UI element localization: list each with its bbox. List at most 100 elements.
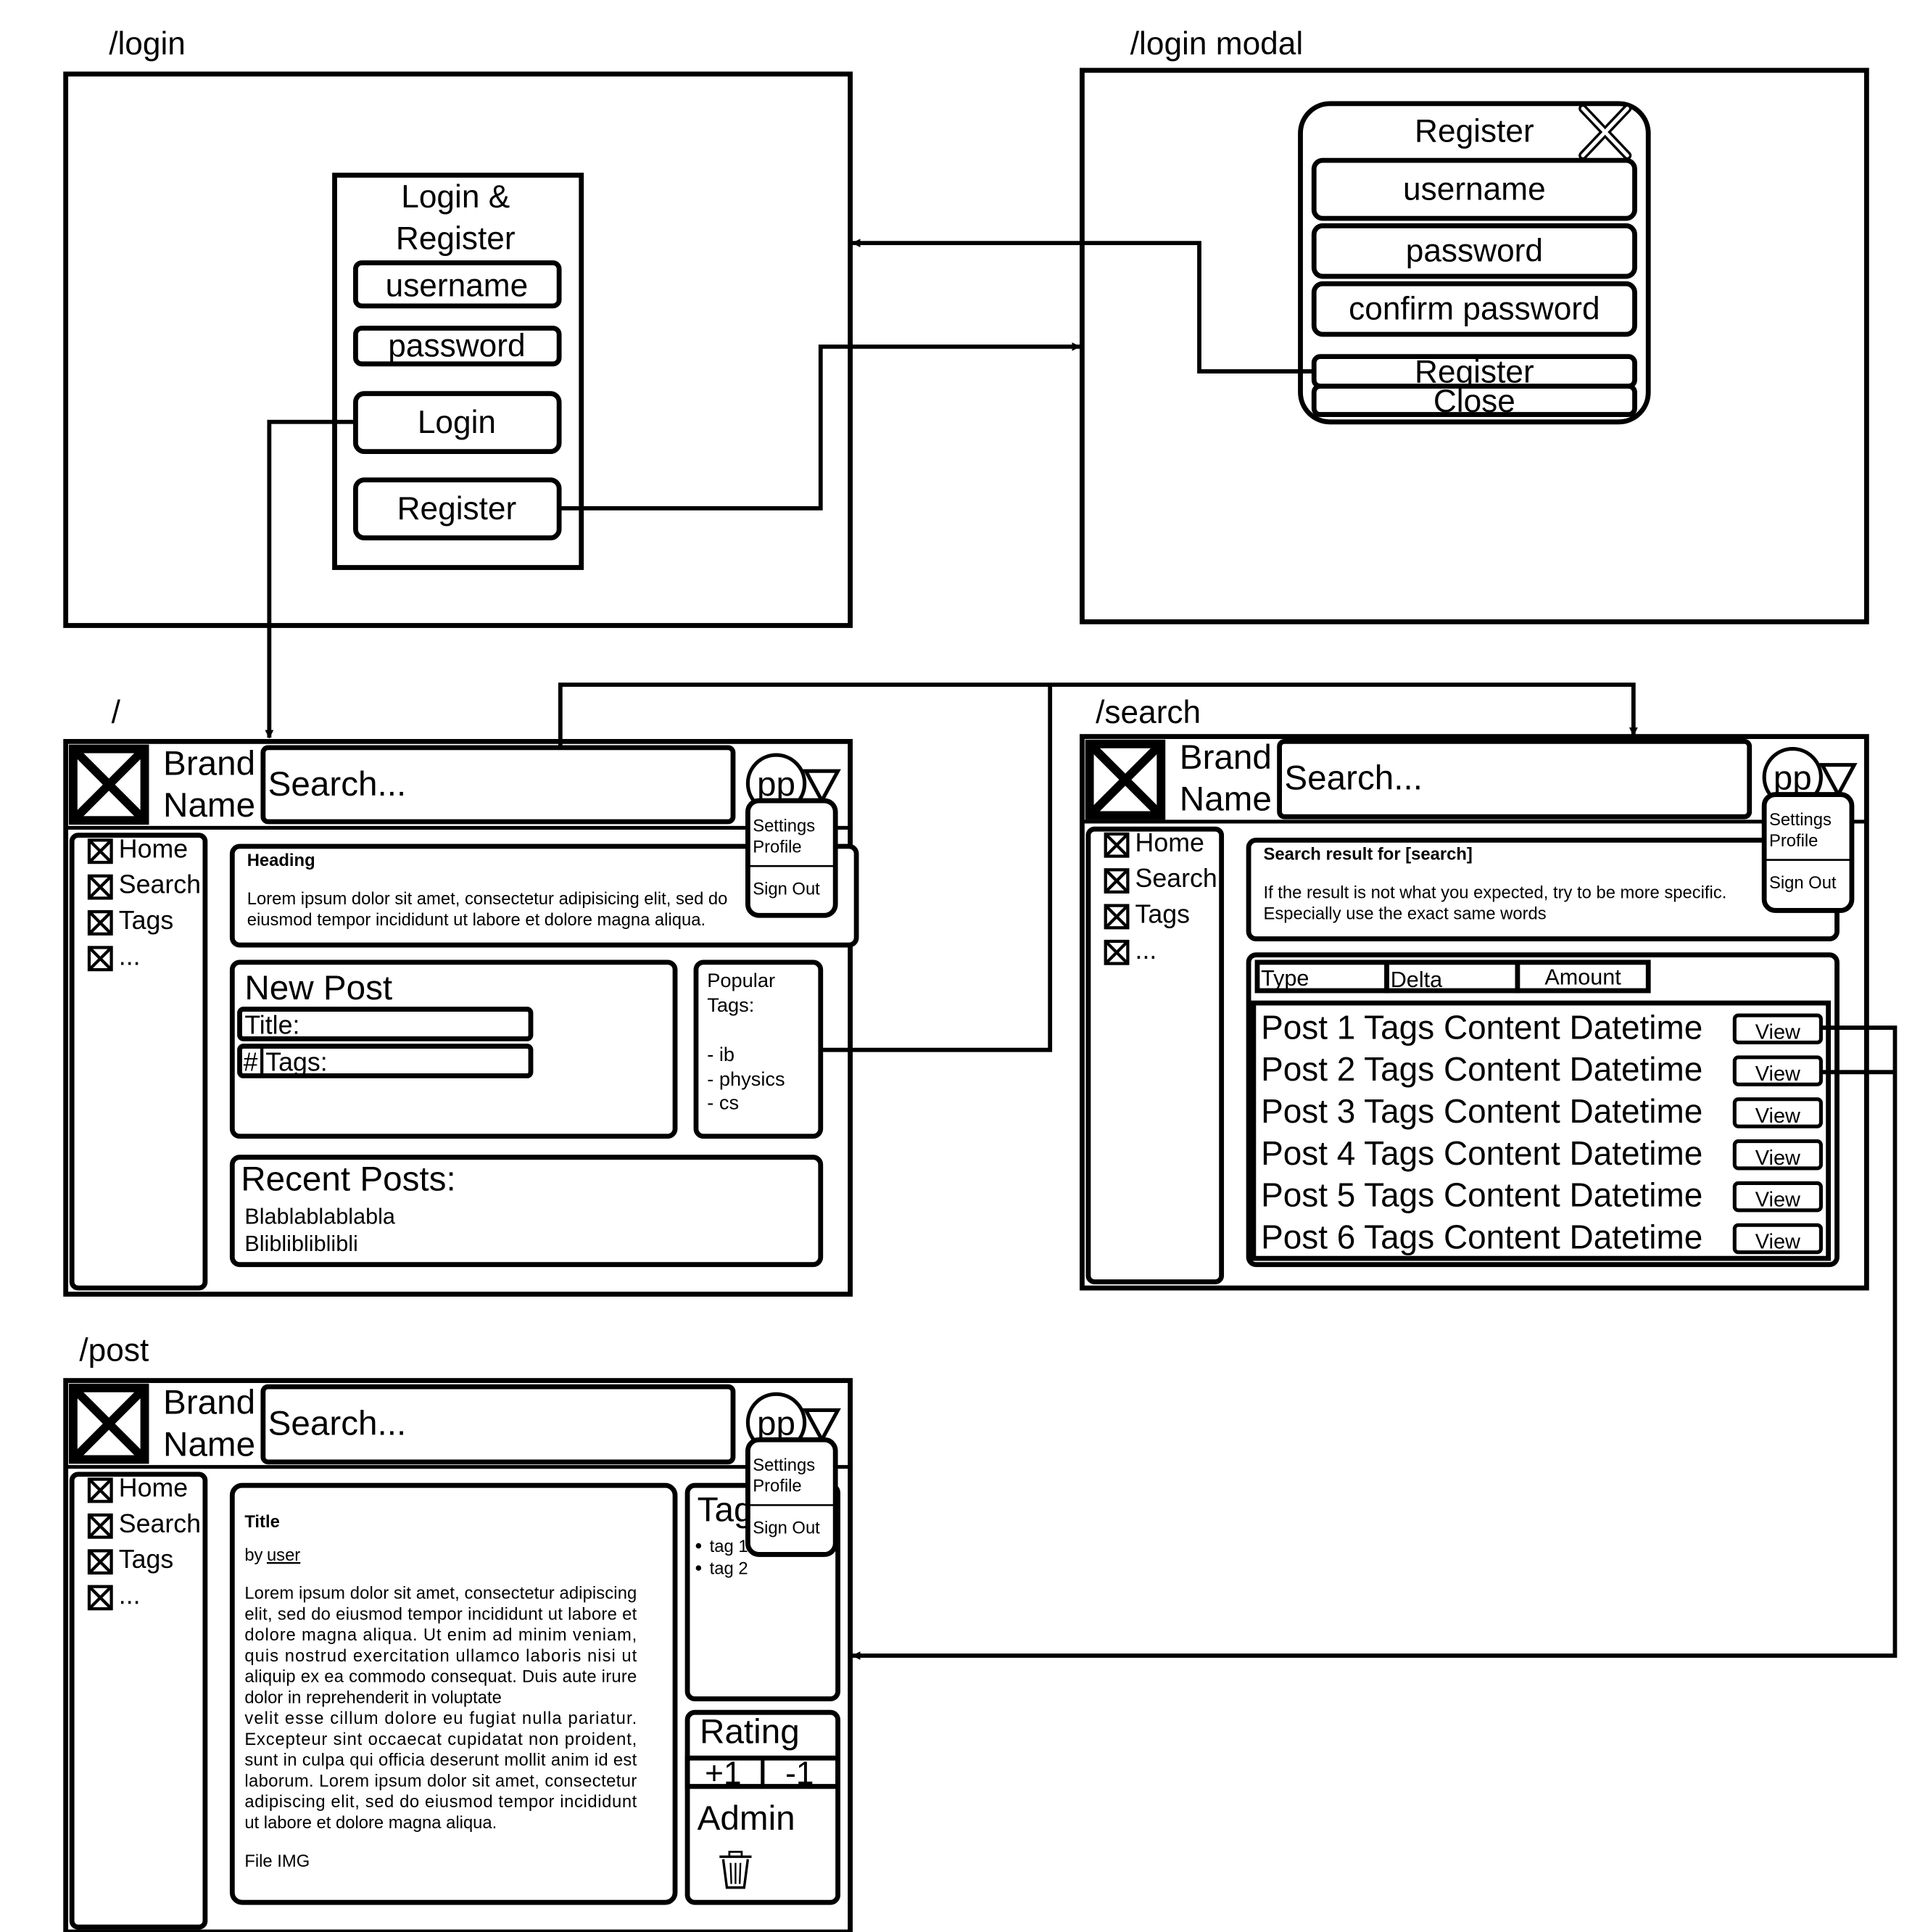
view-button[interactable]: View xyxy=(1732,1055,1823,1086)
popular-tag-item[interactable]: - ib xyxy=(707,1043,735,1065)
result-row-text: Post 6 Tags Content Datetime xyxy=(1261,1218,1702,1256)
brand-name-line2: Name xyxy=(163,786,255,825)
modal-close-button[interactable]: Close xyxy=(1311,384,1637,419)
menu-item-profile[interactable]: Profile xyxy=(753,837,801,856)
result-row-text: Post 5 Tags Content Datetime xyxy=(1261,1176,1702,1214)
view-button[interactable]: View xyxy=(1732,1181,1823,1213)
brand-name-line1: Brand xyxy=(163,1384,255,1422)
menu-item-settings[interactable]: Settings xyxy=(753,1456,815,1475)
recent-post-item[interactable]: Bliblibliblibli xyxy=(244,1231,358,1256)
connector-modal-to-login xyxy=(851,239,1315,373)
user-dropdown-menu: Settings Profile Sign Out xyxy=(745,798,838,918)
downvote-button[interactable]: -1 xyxy=(785,1756,814,1791)
popular-tags-title-line2: Tags: xyxy=(707,994,754,1016)
user-dropdown-menu: Settings Profile Sign Out xyxy=(1761,792,1855,913)
rating-title: Rating xyxy=(700,1713,800,1751)
post-file-img[interactable]: File IMG xyxy=(244,1852,310,1871)
column-header-amount: Amount xyxy=(1544,965,1621,990)
post-body-line: dolor in reprehenderit in voluptate xyxy=(244,1688,502,1707)
heading-card: Heading Lorem ipsum dolor sit amet, cons… xyxy=(229,843,859,948)
view-button[interactable]: View xyxy=(1732,1139,1823,1171)
crossed-box-icon xyxy=(87,1513,113,1539)
x-close-icon[interactable] xyxy=(1578,104,1632,160)
sidebar-item-more[interactable]: ... xyxy=(87,1580,141,1611)
view-button[interactable]: View xyxy=(1732,1097,1823,1128)
menu-item-sign-out[interactable]: Sign Out xyxy=(753,1519,820,1538)
sidebar-item-tags[interactable]: Tags xyxy=(87,906,173,936)
search-input[interactable]: Search... xyxy=(1277,738,1753,820)
post-author-link[interactable]: user xyxy=(267,1545,300,1565)
frame-home: / Brand Name Search... pp Home xyxy=(63,695,859,1297)
avatar[interactable]: pp xyxy=(745,1392,807,1453)
popular-tags-title-line1: Popular xyxy=(707,969,775,991)
post-title: Title xyxy=(244,1512,279,1532)
post-content-card: Title by user Lorem ipsum dolor sit amet… xyxy=(229,1482,678,1905)
brand-name-line1: Brand xyxy=(163,744,255,783)
post-tag-item[interactable]: tag 2 xyxy=(710,1559,748,1579)
home-screen-border xyxy=(63,738,853,1297)
sidebar-item-search[interactable]: Search xyxy=(87,1509,201,1539)
crossed-box-icon xyxy=(87,1477,113,1503)
post-tag-item[interactable]: tag 1 xyxy=(710,1537,748,1556)
search-screen-border xyxy=(1080,734,1869,1291)
crossed-box-icon xyxy=(1104,832,1130,858)
recent-post-item[interactable]: Blablablablabla xyxy=(244,1205,396,1229)
modal-password-input[interactable]: password xyxy=(1311,223,1637,279)
upvote-button[interactable]: +1 xyxy=(705,1756,741,1791)
view-button-label: View xyxy=(1755,1189,1800,1212)
login-register-button[interactable]: Register xyxy=(353,477,562,541)
search-placeholder: Search... xyxy=(268,1404,407,1442)
search-input[interactable]: Search... xyxy=(260,1384,736,1465)
triangle-down-icon[interactable] xyxy=(803,1408,841,1444)
rating-admin-card: Rating +1 -1 Admin xyxy=(684,1709,840,1905)
trash-icon[interactable] xyxy=(719,1851,752,1889)
menu-item-profile[interactable]: Profile xyxy=(1769,831,1818,851)
menu-item-profile[interactable]: Profile xyxy=(753,1477,801,1496)
new-post-tags-input[interactable]: # Tags: xyxy=(237,1044,534,1078)
new-post-title-input[interactable]: Title: xyxy=(237,1007,534,1041)
sidebar-item-more[interactable]: ... xyxy=(87,941,141,972)
modal-confirm-password-input[interactable]: confirm password xyxy=(1311,281,1637,337)
crossed-box-icon xyxy=(87,910,113,936)
login-modal-screen-border xyxy=(1080,67,1869,624)
sidebar-item-home[interactable]: Home xyxy=(87,1473,188,1503)
sidebar-item-search[interactable]: Search xyxy=(87,870,201,900)
crossed-box-icon xyxy=(1104,868,1130,894)
avatar[interactable]: pp xyxy=(1762,747,1823,808)
result-row-text: Post 2 Tags Content Datetime xyxy=(1261,1050,1702,1088)
post-tags-heading: Tag xyxy=(698,1491,753,1530)
sidebar-item-more[interactable]: ... xyxy=(1104,936,1157,965)
view-button[interactable]: View xyxy=(1732,1223,1823,1255)
menu-item-settings[interactable]: Settings xyxy=(1769,810,1832,830)
tag-bullet xyxy=(695,1565,702,1571)
popular-tag-item[interactable]: - cs xyxy=(707,1091,739,1113)
search-result-row: Post 2 Tags Content Datetime View xyxy=(1261,1050,1823,1088)
popular-tag-item[interactable]: - physics xyxy=(707,1068,785,1090)
modal-close-button-label: Close xyxy=(1433,384,1515,419)
menu-item-sign-out[interactable]: Sign Out xyxy=(753,879,820,899)
tag-bullet xyxy=(695,1543,702,1549)
frame-title-login: /login xyxy=(109,26,186,62)
modal-username-input[interactable]: username xyxy=(1311,157,1637,221)
view-button[interactable]: View xyxy=(1732,1013,1823,1045)
post-body-line: ut labore et dolore magna aliqua. xyxy=(244,1813,497,1833)
login-button[interactable]: Login xyxy=(353,391,562,455)
sidebar-item-home[interactable]: Home xyxy=(87,834,188,864)
triangle-down-icon[interactable] xyxy=(1818,763,1858,798)
sidebar-item-tags[interactable]: Tags xyxy=(1104,899,1190,930)
recent-posts-card: Recent Posts: Blablablablabla Blibliblib… xyxy=(229,1155,824,1268)
sidebar-item-home[interactable]: Home xyxy=(1104,828,1204,858)
frame-login: /login Login & Register username passwor… xyxy=(63,26,853,628)
login-password-input[interactable]: password xyxy=(353,326,562,367)
avatar[interactable]: pp xyxy=(745,753,807,814)
search-input[interactable]: Search... xyxy=(260,745,736,825)
image-placeholder-icon xyxy=(68,744,149,825)
sidebar-item-tags[interactable]: Tags xyxy=(87,1545,173,1575)
menu-item-settings[interactable]: Settings xyxy=(753,817,815,836)
sidebar-item-search[interactable]: Search xyxy=(1104,864,1217,894)
connector-search-to-results xyxy=(558,682,1638,746)
triangle-down-icon[interactable] xyxy=(803,769,841,805)
login-username-input[interactable]: username xyxy=(353,260,562,309)
crossed-box-icon xyxy=(87,838,113,864)
menu-item-sign-out[interactable]: Sign Out xyxy=(1769,873,1837,893)
